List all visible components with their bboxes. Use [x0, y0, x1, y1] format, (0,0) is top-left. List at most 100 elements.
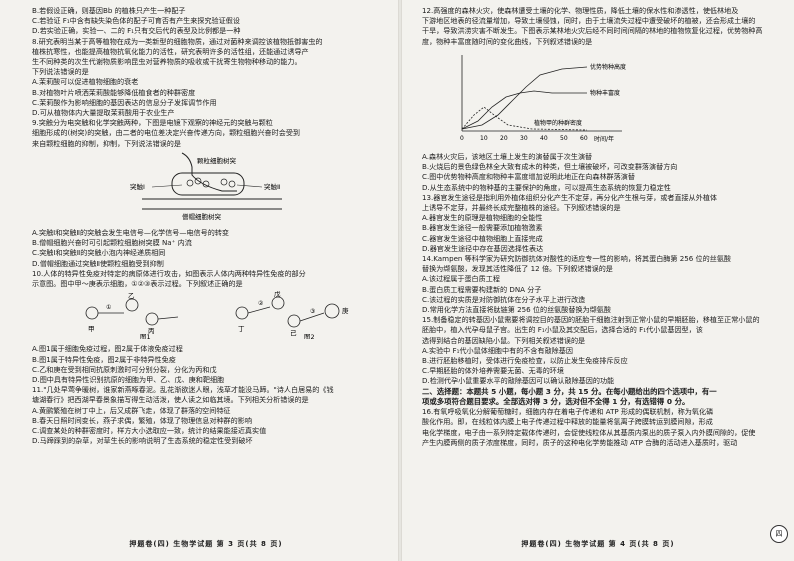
svg-text:丙: 丙: [148, 327, 155, 335]
cell-geng: [324, 303, 340, 319]
lt-line: C.若验证 F₁中含有缺失染色体的配子可育否有产生来探究验证假设: [32, 16, 240, 26]
q12o-line: B.火烧后的景色绿色林全大致有成木的种类，但土壤被破坏，可改变群落演替方向: [422, 162, 678, 172]
q14-line: A.该过程属于蛋白质工程: [422, 274, 500, 284]
q15-line: 胚胎中，植入代孕母鼠子宫。出生的 F₁小鼠及其交配后，选择合适的 F₁代小鼠基因…: [422, 325, 703, 335]
x-tick: 30: [520, 135, 528, 142]
q12-line: 干旱，导致洪涝灾害不断发生。下图表示某林地火灾后经不同时间间隔的林地的植物恢复化…: [422, 26, 763, 36]
label-syn1: 突触Ⅰ: [130, 182, 145, 191]
q12-line: 下游地区地表的径流量增加，导致土壤侵蚀，同时，由于土壤流失过程中遭受破坏的植被，…: [422, 16, 756, 26]
q16-line: 酸化作用。即，在线粒体内膜上电子传递过程中释放的能量将氢离子跨膜转运到膜间隙，形…: [422, 417, 713, 427]
svg-text:②: ②: [258, 300, 264, 307]
q14-line: B.蛋白质工程需要构建新的 DNA 分子: [422, 284, 542, 294]
lt-line: D.若实验正确，实验一、二的 F₁只有交后代的表型及比例都是一种: [32, 26, 241, 36]
label-granule: 颗粒细胞树突: [197, 156, 237, 165]
q11-line: C.调查某处的种群密度时，样方大小选取应一致，统计的结果能接近真实值: [32, 426, 267, 436]
q15-line: A.实验中 F₁代小鼠体细胞中有的不含有敲除基因: [422, 345, 573, 355]
q10o-line: A.图1属于细胞免疫过程，图2属于体液免疫过程: [32, 344, 183, 354]
svg-text:③: ③: [310, 308, 315, 315]
q11-line: A.黄鹂繁殖在树丁中上，后又成群飞走，体现了群落的空间特征: [32, 405, 231, 415]
cell-wu: [271, 296, 285, 310]
svg-text:丁: 丁: [238, 325, 245, 333]
q8-line: 植株抗寒性，也能提高植物抗氧化能力的活性，研究表明许多的活性组，还能通过诱导产: [32, 46, 309, 56]
cell-ji: [287, 314, 301, 328]
cell-bing: [145, 312, 159, 326]
q13-line: 上诱导不定芽，并最终长成完整植株的途径。下列叙述错误的是: [422, 203, 621, 213]
q10o-line: B.图1属于特异性免疫，图2属于非特异性免疫: [32, 354, 176, 364]
q13-line: D.器官发生途径中存在基因选择性表达: [422, 243, 544, 253]
q8-line: 8.研究表明当某于高等植物在成为一类新型的细胞物质，通过对菌种来调控该植物抵御害…: [32, 36, 323, 46]
svg-text:己: 己: [290, 329, 297, 337]
q9o-line: A.突触Ⅰ和突触Ⅱ的突触会发生电信号—化学信号—电信号的转变: [32, 228, 230, 238]
q11-line: D.马蹄踩到的杂草，对草生长的影响说明了生态系统的稳定性受到破坏: [32, 436, 253, 446]
cell-yi: [125, 298, 139, 312]
cell-ding: [235, 306, 249, 320]
granule-dendrite: [181, 152, 237, 192]
q15-line: D.检测代孕小鼠重要水平的敲除基因可以确认敲除基因的功能: [422, 376, 615, 386]
q9o-line: C.突触Ⅰ和突触Ⅱ的突触小泡内神经递质相同: [32, 248, 166, 258]
q9-line: 来自颗粒细胞的抑制，抑制，下列说法错误的是: [32, 138, 181, 148]
q16-line: 电化学梯度，电子由一系列特定载体传递时，会促使线粒体从其基质内泵出的质子泵入内外…: [422, 427, 756, 437]
q10-line: 示意图。图中甲～庚表示细胞，①②③表示过程。下列叙述正确的是: [32, 279, 243, 289]
q14-line: D.常用化学方法直接将肽链第 256 位的丝氨酸替换为缬氨酸: [422, 305, 611, 315]
section-2-heading-cont: 项或多项符合题目要求。全部选对得 3 分，选对但不全得 1 分，有选错得 0 分…: [422, 396, 690, 406]
section-2-heading: 二、选择题：本题共 5 小题，每小题 3 分，共 15 分。在每小题给出的四个选…: [422, 386, 717, 396]
q8-line: D.可从植物体内大量提取茉莉酸用于农业生产: [32, 108, 175, 118]
q8-line: B.对植物叶片喷洒茉莉酸能够降低植食者的种群密度: [32, 87, 196, 97]
legend-richness: 物种丰富度: [590, 89, 620, 97]
q11-line: 塘湖春行》把西湖早春景象描写得生动活泼，使人读之如临其境。下列相关分析错误的是: [32, 395, 309, 405]
q8-line: 生不同种类的次生代谢物质影响昆虫对营养物质的吸收或干扰寄生物物种移动的能力。: [32, 57, 302, 67]
x-tick: 60: [580, 135, 588, 142]
q12o-line: D.从生态系统中的物种基的主要保护的角度，可以提高生态系统的恢复力稳定性: [422, 182, 671, 192]
q9o-line: D.僧帽细胞通过突触Ⅱ使颗粒细胞受到抑制: [32, 258, 164, 268]
q15-line: B.进行胚胎移植时，受体进行免疫检查，以防止发生免疫排斥反应: [422, 356, 628, 366]
q9-line: 细胞形成的(树突)的突触，由二者的电位差决定兴奋传递方向，颗粒细胞兴奋时会受到: [32, 128, 301, 138]
q10o-line: C.乙和庚在受到相同抗原刺激时可分别分裂，分化为丙和戊: [32, 364, 217, 374]
svg-text:戊: 戊: [274, 291, 281, 298]
svg-text:图1: 图1: [140, 333, 151, 339]
q8-line: 下列说法错误的是: [32, 67, 89, 77]
q11-line: 11."几处早莺争暖树，谁家新燕啄春泥。乱花渐欲迷人眼，浅草才能没马蹄。"诗人白…: [32, 385, 334, 395]
q8-line: A.茉莉酸可以促进植物细胞的衰老: [32, 77, 139, 87]
q14-line: 替换为缬氨酸，发现其活性降低了 12 倍。下列叙述错误的是: [422, 264, 613, 274]
q15-line: 选得到结合的基因缺陷小鼠。下列相关叙述错误的是: [422, 335, 586, 345]
svg-text:①: ①: [106, 304, 111, 311]
q14-line: C.该过程的实质是对防御抗体在分子水平上进行改造: [422, 294, 586, 304]
q10o-line: D.图中具有特异性识别抗原的细胞为甲、乙、戊、庚和靶细胞: [32, 375, 225, 385]
x-tick: 50: [560, 135, 568, 142]
q11-line: B.春天日照时间变长，燕子求偶，繁殖，体现了物理信息对种群的影响: [32, 415, 252, 425]
q15-line: 15.制备稳定的转基因小鼠需要将调控目的基因的胚胎干细胞注射到正常小鼠的早期胚胎…: [422, 315, 760, 325]
q12-line: 12.高强度的森林火灾，使森林遭受土壤的化学、物理性质，降低土壤的保水性和渗透性…: [422, 6, 739, 15]
cell-jia: [85, 306, 99, 320]
q8-line: C.茉莉酸作为影响细胞的基因表达的信息分子发挥调节作用: [32, 97, 217, 107]
page-4: 12.高强度的森林火灾，使森林遭受土壤的化学、物理性质，降低土壤的保水性和渗透性…: [412, 0, 784, 561]
page-badge: 四: [770, 525, 788, 543]
q16-line: 16.有氧呼吸氧化分解葡萄糖时，细胞内存在着电子传递和 ATP 形成的偶联机制，…: [422, 407, 714, 417]
q13-line: 13.器官发生途径是指利用外植体组织分化产生不定芽，再分化产生根与芽，或者直接从…: [422, 192, 718, 202]
q13-line: C.器官发生途径中植物细胞上直接完成: [422, 233, 543, 243]
svg-text:庚: 庚: [342, 306, 349, 315]
q9o-line: B.僧帽细胞兴奋时可引起颗粒细胞树突膜 Na⁺ 内流: [32, 238, 192, 248]
mitral-dendrite: [142, 198, 282, 210]
q16-line: 产生内膜两侧的质子浓度梯度，同时，质子的这种电化学势能推动 ATP 合酶的活动进…: [422, 437, 738, 447]
synapse-cleft-box: [171, 172, 245, 196]
page-footer-left: 押题卷(四) 生物学试题 第 3 页(共 8 页): [129, 539, 283, 548]
x-tick: 10: [480, 135, 488, 142]
q15-line: C.早期胚胎的体外培养需要无菌、无毒的环境: [422, 366, 564, 376]
q14-line: 14.Kampen 等科学家为研究防御抗体对酸性的适应专一性的影响，将其蛋白酶第…: [422, 254, 732, 264]
x-tick: 20: [500, 135, 508, 142]
q12-line: 度，物种丰富度随时间的变化曲线，下列叙述错误的是: [422, 36, 593, 46]
q13-line: B.器官发生途径一般需要添加植物激素: [422, 223, 543, 233]
svg-text:甲: 甲: [88, 325, 95, 333]
label-syn2: 突触Ⅱ: [264, 182, 280, 191]
x-axis-label: 时间/年: [594, 135, 614, 143]
q12o-line: C.图中优势物种高度和物种丰富度增加说明此地正在向森林群落演替: [422, 172, 635, 182]
series-richness: [461, 90, 587, 130]
lt-line: B.若假设正确，则基因Bb 的植株只产生一种配子: [32, 6, 186, 15]
legend-height: 优势物种高度: [590, 63, 626, 71]
svg-text:乙: 乙: [128, 292, 135, 300]
series-species-a: [461, 106, 588, 131]
x-tick: 40: [540, 135, 548, 142]
legend-species-a: 植物甲的种群密度: [534, 119, 582, 127]
